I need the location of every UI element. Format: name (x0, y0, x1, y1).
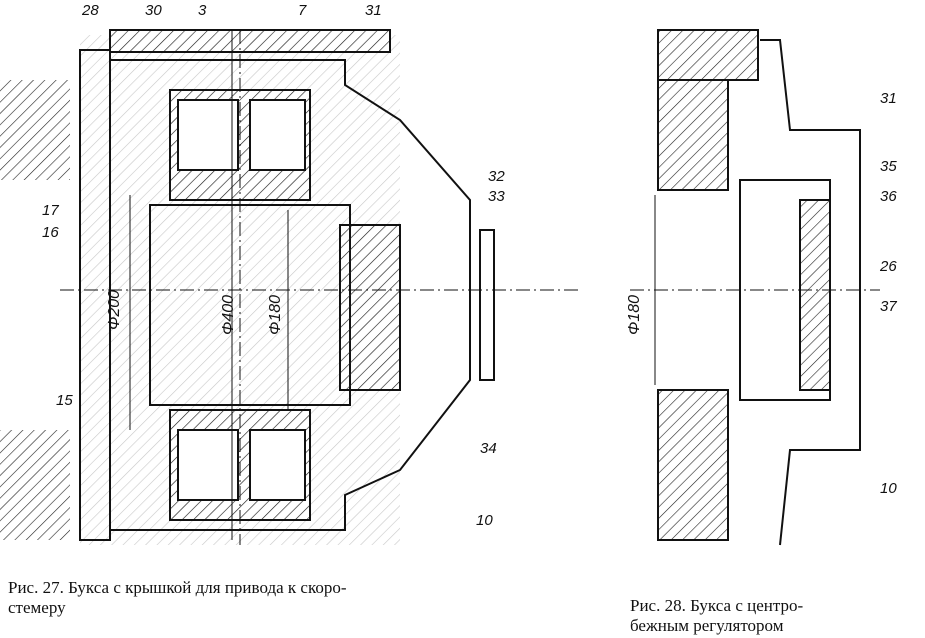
callout-10: 10 (476, 512, 493, 529)
callout-16: 16 (42, 224, 59, 241)
callout-31-fig28: 31 (880, 90, 897, 107)
callout-36: 36 (880, 188, 897, 205)
callout-34: 34 (480, 440, 497, 457)
caption-line: Рис. 27. Букса с крышкой для привода к с… (8, 578, 347, 597)
figure-28-caption: Рис. 28. Букса с центро- бежным регулято… (630, 596, 803, 636)
callout-28: 28 (82, 2, 99, 19)
callout-7: 7 (298, 2, 307, 19)
callout-33: 33 (488, 188, 505, 205)
figure-28-drawing (630, 29, 880, 546)
caption-line: бежным регулятором (630, 616, 784, 635)
callout-26: 26 (880, 258, 897, 275)
figure-27-drawing (0, 29, 580, 545)
callout-37: 37 (880, 298, 897, 315)
callout-35: 35 (880, 158, 897, 175)
callout-32: 32 (488, 168, 505, 185)
caption-line: Рис. 28. Букса с центро- (630, 596, 804, 615)
callout-30: 30 (145, 2, 162, 19)
dimension-400: Φ400 (220, 294, 237, 335)
dimension-180: Φ180 (267, 294, 284, 335)
caption-line: стемеру (8, 598, 66, 617)
dimension-200: Φ200 (106, 289, 123, 330)
callout-3: 3 (198, 2, 207, 19)
dimension-180-fig28: Φ180 (626, 294, 643, 335)
callout-31: 31 (365, 2, 382, 19)
callout-15: 15 (56, 392, 73, 409)
callout-10-fig28: 10 (880, 480, 897, 497)
figure-27-caption: Рис. 27. Букса с крышкой для привода к с… (8, 578, 347, 618)
callout-17: 17 (42, 202, 59, 219)
